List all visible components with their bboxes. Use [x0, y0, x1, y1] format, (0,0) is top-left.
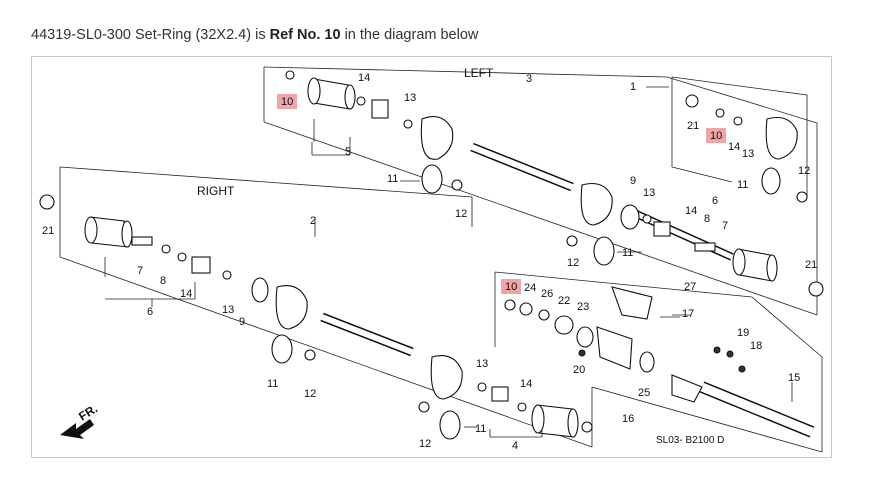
callout-5: 5	[345, 146, 351, 158]
ref-number: Ref No. 10	[269, 27, 341, 43]
callout-11-2: 11	[267, 378, 278, 390]
callout-14-5: 14	[728, 141, 740, 153]
callout-16: 16	[622, 413, 634, 425]
diagram-caption: 44319-SL0-300 Set-Ring (32X2.4) is Ref N…	[31, 27, 478, 43]
diagram-code: SL03- B2100 D	[656, 435, 724, 446]
callout-13-2: 13	[222, 304, 234, 316]
intermediate-frame	[494, 271, 823, 453]
part-number: 44319-SL0-300	[31, 27, 131, 43]
left-assembly-frame	[263, 66, 818, 316]
group-right-label: RIGHT	[197, 184, 235, 198]
callout-labels: 1234566778899101010111111111112121212121…	[42, 72, 817, 452]
callout-23: 23	[577, 301, 589, 313]
callout-2: 2	[310, 215, 316, 227]
callout-15: 15	[788, 372, 800, 384]
bearing-support	[504, 286, 746, 403]
callout-13-5: 13	[742, 148, 754, 160]
callout-19: 19	[737, 327, 749, 339]
outboard-joint-right	[84, 216, 133, 248]
callout-14-3: 14	[685, 205, 697, 217]
callout-12-4: 12	[419, 438, 431, 450]
callout-14: 14	[358, 72, 370, 84]
callout-7: 7	[137, 265, 143, 277]
highlight-ref-10	[277, 94, 726, 294]
callout-1: 1	[630, 81, 636, 93]
parts-diagram-svg: 1234566778899101010111111111112121212121…	[39, 66, 824, 453]
callout-9: 9	[239, 316, 245, 328]
callout-25: 25	[638, 387, 650, 399]
inboard-joint-left	[732, 248, 778, 282]
callout-12-2: 12	[304, 388, 316, 400]
callout-14-2: 14	[180, 288, 192, 300]
callout-11-5: 11	[737, 179, 748, 191]
boots	[275, 116, 798, 400]
right-assembly-frame	[59, 166, 593, 448]
callout-9-2: 9	[630, 175, 636, 187]
inset-frame	[671, 76, 808, 197]
callout-11-3: 11	[622, 247, 633, 259]
callout-11-4: 11	[475, 423, 486, 435]
callout-13: 13	[404, 92, 416, 104]
callout-10-3: 10	[505, 281, 517, 293]
callout-11: 11	[387, 173, 398, 185]
callout-6: 6	[147, 306, 153, 318]
group-left-label: LEFT	[464, 66, 494, 80]
part-name: Set-Ring (32X2.4)	[135, 27, 252, 43]
intermediate-shaft	[699, 381, 815, 438]
front-arrow-icon	[60, 419, 94, 439]
inboard-joint-right	[531, 404, 579, 438]
right-shaft	[320, 312, 414, 357]
callout-24: 24	[524, 282, 536, 294]
callout-13-4: 13	[476, 358, 488, 370]
callout-10: 10	[281, 96, 293, 108]
caption-tail: in the diagram below	[344, 27, 479, 43]
callout-6-2: 6	[712, 195, 718, 207]
callout-12: 12	[455, 208, 467, 220]
callout-27: 27	[684, 281, 696, 293]
callout-26: 26	[541, 288, 553, 300]
callout-13-3: 13	[643, 187, 655, 199]
callout-21-3: 21	[805, 259, 817, 271]
callout-12-3: 12	[567, 257, 579, 269]
callout-4: 4	[512, 440, 518, 452]
callout-21: 21	[42, 225, 54, 237]
callout-8-2: 8	[704, 213, 710, 225]
front-direction-indicator: FR.	[60, 401, 100, 439]
callout-22: 22	[558, 295, 570, 307]
callout-7-2: 7	[722, 220, 728, 232]
callout-3: 3	[526, 73, 532, 85]
front-label: FR.	[76, 401, 100, 423]
callout-21-2: 21	[687, 120, 699, 132]
callout-18: 18	[750, 340, 762, 352]
callout-8: 8	[160, 275, 166, 287]
caption-is: is	[255, 27, 266, 43]
callout-10-2: 10	[710, 130, 722, 142]
callout-14-4: 14	[520, 378, 532, 390]
callout-20: 20	[573, 364, 585, 376]
callout-17: 17	[682, 308, 694, 320]
callout-leaders	[104, 86, 793, 438]
outboard-joint-left	[307, 77, 356, 110]
small-parts	[39, 70, 824, 433]
callout-12-5: 12	[798, 165, 810, 177]
clamps	[251, 164, 808, 440]
